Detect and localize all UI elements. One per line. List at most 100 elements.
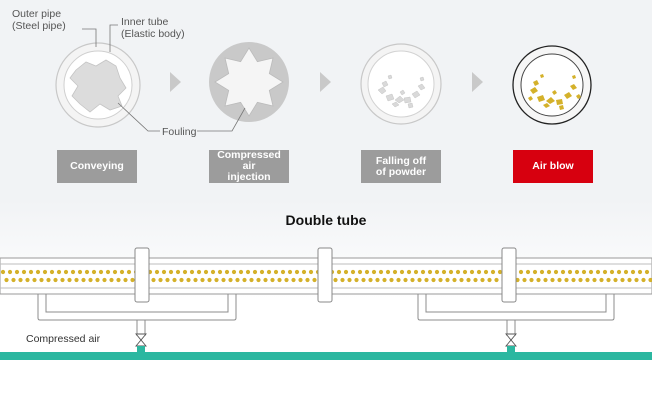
step-line: Conveying: [70, 160, 124, 172]
powder-dot: [53, 277, 58, 283]
powder-dot: [249, 277, 254, 283]
compressed-air-line: [0, 346, 652, 360]
powder-dot: [151, 277, 156, 283]
powder-dot: [567, 269, 573, 275]
step-air-blow: Air blow: [513, 150, 593, 183]
valve-icon: [505, 333, 517, 347]
powder-dot: [14, 269, 20, 275]
powder-dot: [74, 277, 79, 283]
powder-dot: [214, 277, 219, 283]
step-line: injection: [227, 171, 271, 183]
chevron-right-icon: [170, 72, 181, 92]
powder-dot: [266, 269, 272, 275]
powder-dot: [210, 269, 216, 275]
powder-dot: [385, 269, 391, 275]
cross-section-injection: [209, 42, 289, 122]
powder-dot: [245, 269, 251, 275]
powder-dot: [473, 277, 478, 283]
powder-dot: [168, 269, 174, 275]
powder-dot: [39, 277, 44, 283]
powder-dot: [480, 277, 485, 283]
powder-dot: [406, 269, 412, 275]
powder-dot: [417, 277, 422, 283]
powder-dot: [312, 277, 317, 283]
inner-tube-text: Inner tube: [121, 16, 169, 28]
powder-dot: [336, 269, 342, 275]
powder-dot: [221, 277, 226, 283]
powder-dot: [256, 277, 261, 283]
powder-dot: [368, 277, 373, 283]
powder-dot: [487, 277, 492, 283]
powder-dot: [497, 269, 503, 275]
powder-dot: [109, 277, 114, 283]
powder-dot: [389, 277, 394, 283]
fouling-label: Fouling: [162, 126, 197, 138]
powder-dot: [427, 269, 433, 275]
powder-dot: [536, 277, 541, 283]
step-line: Air blow: [532, 160, 574, 172]
powder-dot: [550, 277, 555, 283]
powder-dot: [301, 269, 307, 275]
powder-dot: [469, 269, 475, 275]
powder-dot: [263, 277, 268, 283]
powder-dot: [529, 277, 534, 283]
powder-dot: [641, 277, 646, 283]
powder-dot: [448, 269, 454, 275]
powder-dot: [532, 269, 538, 275]
powder-dot: [238, 269, 244, 275]
powder-dot: [623, 269, 629, 275]
powder-dot: [193, 277, 198, 283]
powder-dot: [606, 277, 611, 283]
powder-dot: [46, 277, 51, 283]
powder-dot: [123, 277, 128, 283]
cross-section-falling: [360, 43, 442, 125]
step-line: Falling off: [375, 154, 427, 167]
powder-dot: [553, 269, 559, 275]
powder-dot: [434, 269, 440, 275]
powder-dot: [280, 269, 286, 275]
powder-dot: [112, 269, 118, 275]
outer-pipe-subtext: (Steel pipe): [12, 20, 66, 32]
powder-dot: [88, 277, 93, 283]
powder-dot: [284, 277, 289, 283]
powder-dot: [98, 269, 104, 275]
powder-dot: [196, 269, 202, 275]
powder-dot: [347, 277, 352, 283]
powder-dot: [564, 277, 569, 283]
step-line: Compressed air: [217, 149, 281, 172]
powder-dot: [189, 269, 195, 275]
outer-pipe-label: Outer pipe (Steel pipe): [12, 8, 66, 32]
powder-dot: [357, 269, 363, 275]
powder-dot: [350, 269, 356, 275]
powder-dot: [462, 269, 468, 275]
powder-dot: [557, 277, 562, 283]
powder-dot: [543, 277, 548, 283]
powder-dot: [620, 277, 625, 283]
powder-dot: [277, 277, 282, 283]
powder-dot: [305, 277, 310, 283]
powder-dot: [217, 269, 223, 275]
powder-dot: [634, 277, 639, 283]
powder-dot: [571, 277, 576, 283]
powder-dot: [11, 277, 16, 283]
powder-dot: [438, 277, 443, 283]
powder-dot: [560, 269, 566, 275]
powder-dot: [518, 269, 524, 275]
powder-dot: [581, 269, 587, 275]
powder-dot: [333, 277, 338, 283]
powder-dot: [630, 269, 636, 275]
powder-dot: [602, 269, 608, 275]
powder-dot: [270, 277, 275, 283]
powder-dot: [599, 277, 604, 283]
powder-dot: [105, 269, 111, 275]
powder-dot: [378, 269, 384, 275]
powder-dot: [154, 269, 160, 275]
powder-dot: [186, 277, 191, 283]
powder-dot: [361, 277, 366, 283]
powder-dot: [648, 277, 652, 283]
powder-dot: [259, 269, 265, 275]
valve-icon: [135, 333, 147, 347]
powder-dot: [466, 277, 471, 283]
